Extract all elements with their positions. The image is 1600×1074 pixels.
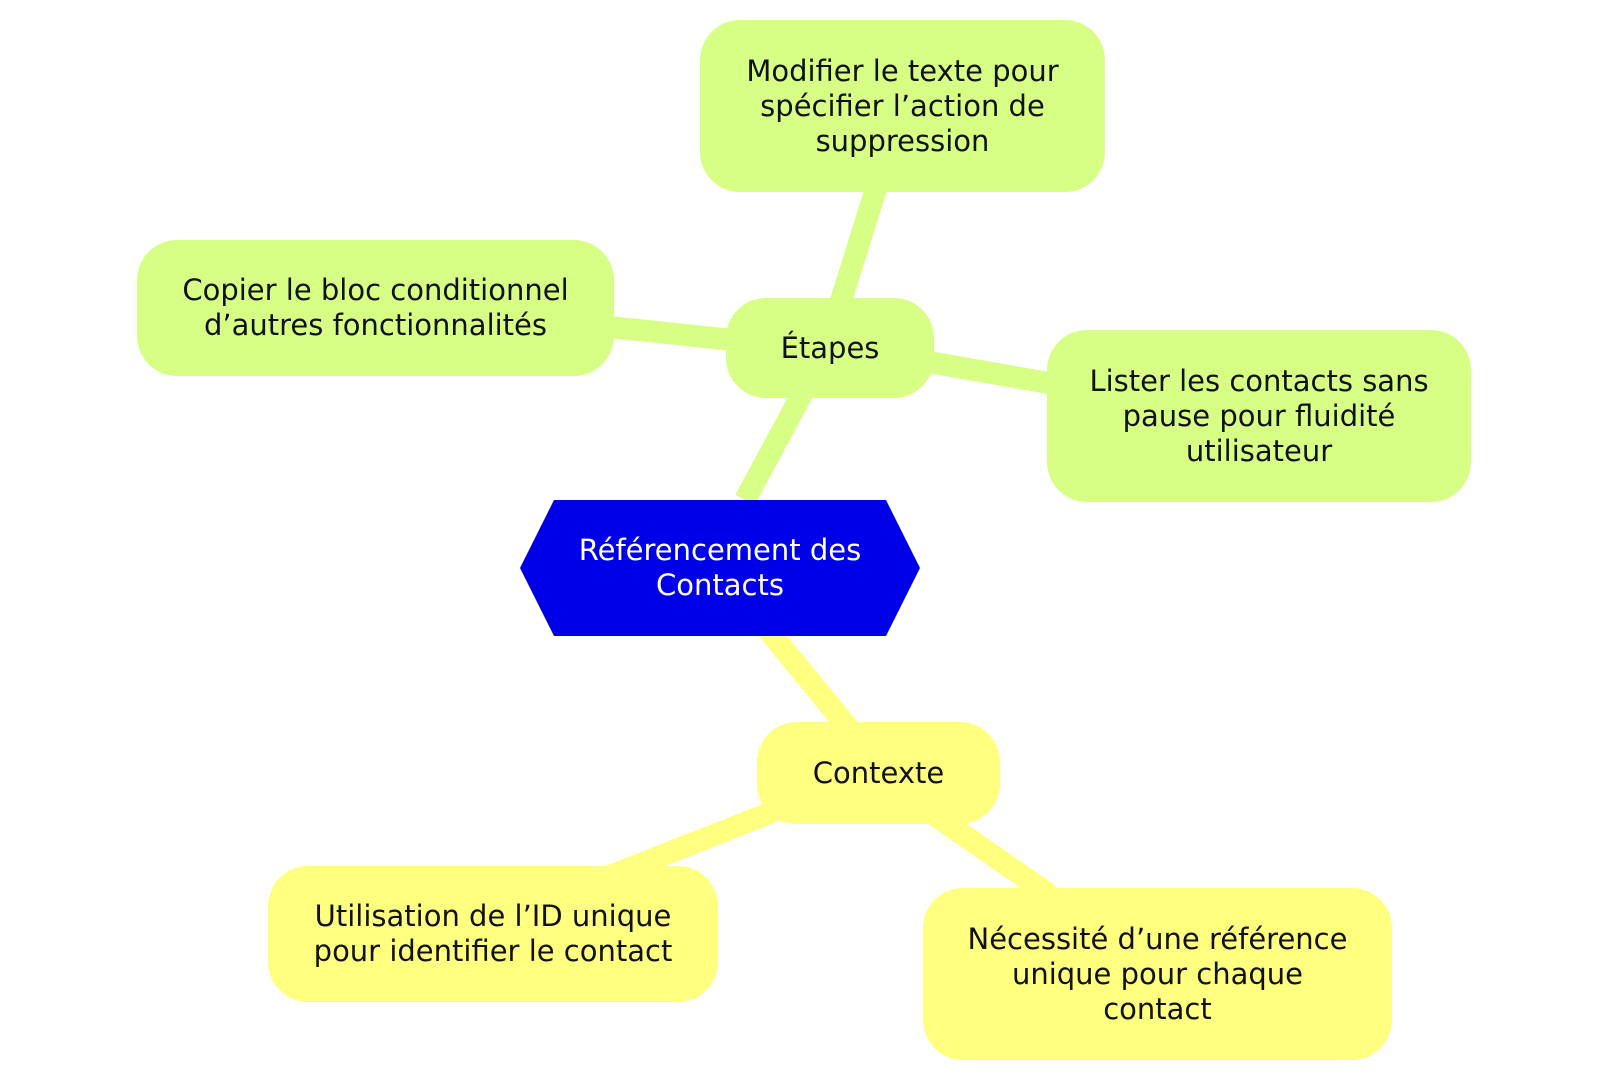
node-utilisation-id: Utilisation de l’ID unique pour identifi… — [268, 866, 718, 1002]
root-hexagon — [520, 500, 920, 636]
connector-root-contexte — [751, 613, 859, 737]
node-lister-contacts: Lister les contacts sans pause pour flui… — [1047, 330, 1471, 502]
node-contexte: Contexte — [757, 722, 1000, 824]
root-node-label: Référencement des Contacts — [578, 533, 862, 602]
node-necessite-reference: Nécessité d’une référence unique pour ch… — [923, 888, 1392, 1060]
node-modifier-texte: Modifier le texte pour spécifier l’actio… — [700, 20, 1105, 192]
node-etapes: Étapes — [726, 298, 934, 398]
node-copier-bloc: Copier le bloc conditionnel d’autres fon… — [137, 240, 614, 376]
